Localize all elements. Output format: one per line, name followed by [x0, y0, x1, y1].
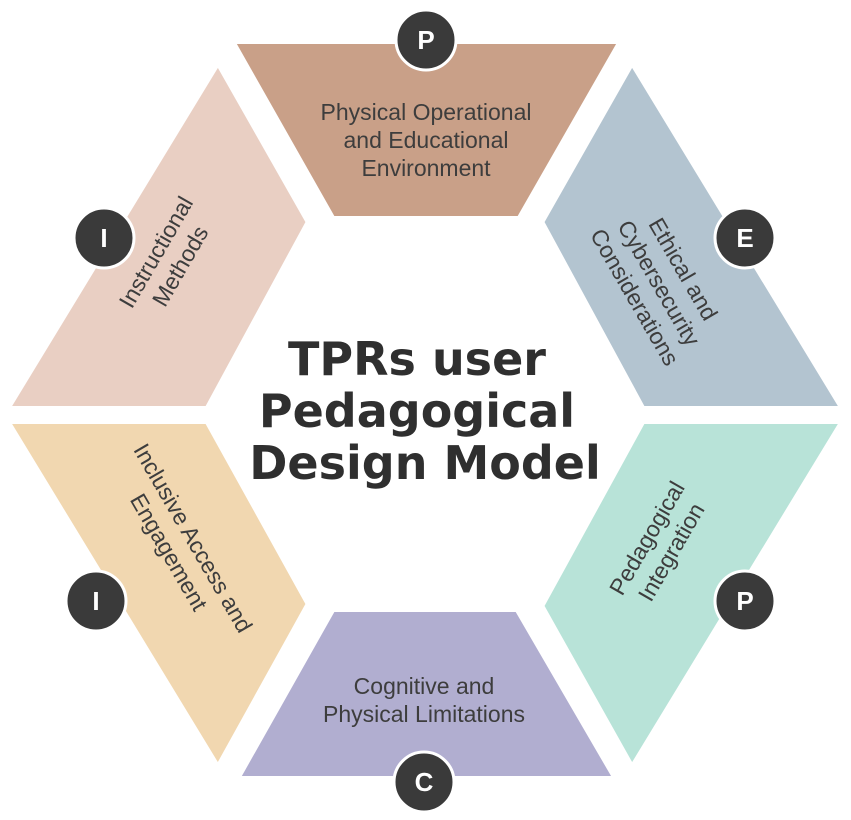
segment-cognitive-physical: [231, 604, 622, 784]
badge-circle: [392, 750, 456, 814]
badge-cognitive-physical: C: [392, 750, 456, 814]
segment-label-line: Physical Limitations: [323, 701, 525, 727]
badge-circle: [72, 206, 136, 270]
segment-label-line: and Educational: [344, 127, 509, 153]
badge-circle: [713, 206, 777, 270]
center-title-line-2: Pedagogical: [259, 384, 575, 438]
segment-inclusive-access: [1, 416, 314, 774]
segment-label-line: Physical Operational: [321, 99, 532, 125]
badge-pedagogical-integration: P: [713, 569, 777, 633]
badge-letter: P: [736, 586, 753, 616]
badge-instructional-methods: I: [72, 206, 136, 270]
segment-pedagogical-integration: [536, 416, 849, 774]
center-hexagon: [209, 222, 641, 606]
segment-instructional-methods: [1, 56, 314, 414]
center-title-line-3: Design Model: [249, 436, 601, 490]
badge-circle: [394, 8, 458, 72]
segment-label-line: Cognitive and: [354, 673, 495, 699]
badge-inclusive-access: I: [64, 569, 128, 633]
badge-ethical-cybersecurity: E: [713, 206, 777, 270]
segment-ethical-cybersecurity: [536, 56, 849, 414]
badge-letter: I: [100, 223, 107, 253]
badge-circle: [713, 569, 777, 633]
center-title: TPRs user Pedagogical Design Model: [249, 332, 601, 490]
badge-letter: C: [415, 767, 434, 797]
badge-circle: [64, 569, 128, 633]
segment-label-line: Environment: [361, 155, 491, 181]
badge-letter: E: [736, 223, 753, 253]
badge-letter: P: [417, 25, 434, 55]
center-title-line-1: TPRs user: [288, 332, 546, 386]
segment-physical-environment: [226, 36, 627, 224]
badge-physical-environment: P: [394, 8, 458, 72]
badge-letter: I: [92, 586, 99, 616]
